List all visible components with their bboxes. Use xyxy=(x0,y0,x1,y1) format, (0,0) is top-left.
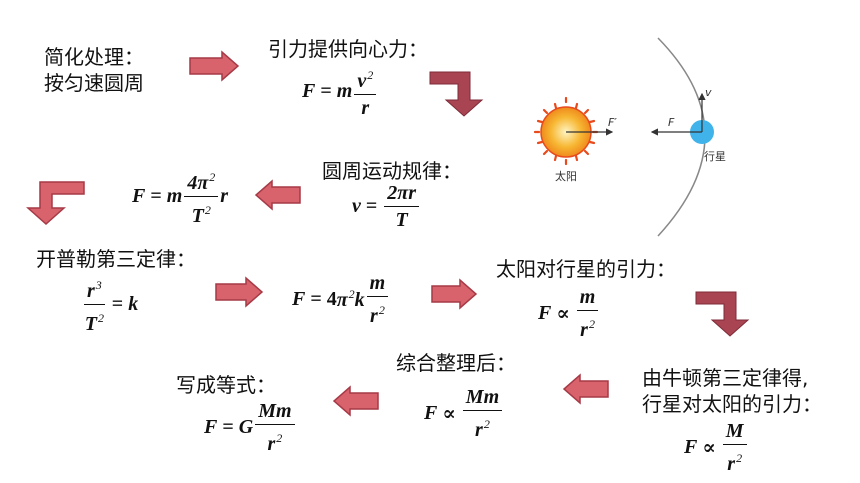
planet-label: 行星 xyxy=(704,150,726,163)
sun-label: 太阳 xyxy=(555,170,577,183)
arrow-right-3 xyxy=(431,278,478,310)
force-on-sun-label: F′ xyxy=(608,116,617,129)
combine-label: 综合整理后： xyxy=(396,351,516,375)
newton-third-label-line2: 行星对太阳的引力： xyxy=(642,392,822,416)
velocity-label: v xyxy=(705,86,712,99)
arrow-right-1 xyxy=(189,50,240,82)
simplify-label-line2: 按匀速圆周 xyxy=(44,71,144,95)
equation-label: 写成等式： xyxy=(176,373,276,397)
bend-arrow-3 xyxy=(695,291,750,337)
arrow-left-1 xyxy=(254,179,301,211)
bend-arrow-1 xyxy=(429,71,484,117)
sun-on-planet-label: 太阳对行星的引力： xyxy=(496,257,676,281)
force-on-planet-label: F xyxy=(668,116,675,129)
bend-arrow-2 xyxy=(26,181,85,226)
kepler-law-label: 开普勒第三定律： xyxy=(36,247,196,271)
arrow-left-2 xyxy=(562,373,609,405)
circular-law-label: 圆周运动规律： xyxy=(322,159,462,183)
gravity-centripetal-label: 引力提供向心力： xyxy=(268,37,428,61)
newton-third-label-line1: 由牛顿第三定律得, xyxy=(642,366,809,390)
sun-icon xyxy=(533,96,599,166)
arrow-right-2 xyxy=(215,276,264,308)
arrow-left-3 xyxy=(332,385,379,417)
simplify-label-line1: 简化处理： xyxy=(44,45,144,69)
